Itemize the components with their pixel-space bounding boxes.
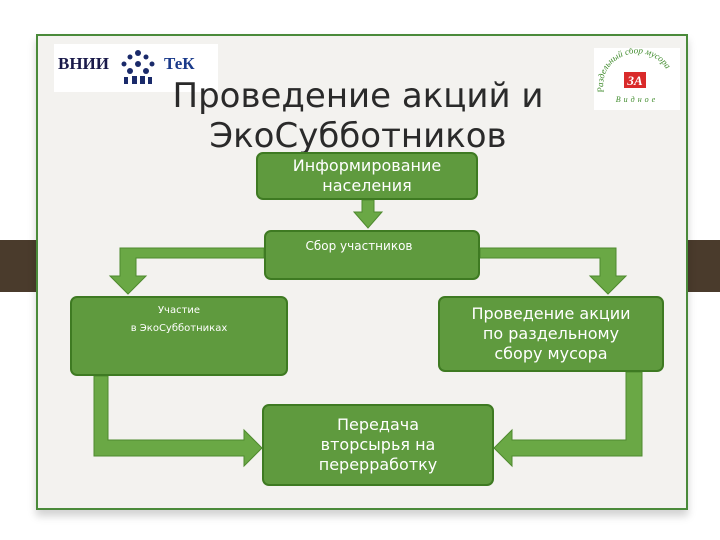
logo-text-left: ВНИИ	[58, 54, 110, 73]
logo-bottom-text: Видное	[616, 95, 658, 104]
node-action-line-2: по раздельному	[482, 324, 620, 343]
node-collect-participants: Сбор участников	[264, 230, 480, 280]
slide-title: Проведение акций и ЭкоСубботников	[120, 76, 596, 156]
node-inform-line-1: Информирование	[292, 156, 442, 175]
node-transfer-recyclables: Передача вторсырья на перерработку	[262, 404, 494, 486]
node-transfer-line-3: перерработку	[318, 455, 438, 474]
separate-collection-logo: Раздельный сбор мусора ЗА Видное	[594, 45, 680, 110]
recycle-logo-icon: Раздельный сбор мусора ЗА Видное	[595, 45, 673, 104]
arrow-action-to-transfer	[493, 371, 643, 468]
node-transfer-line-1: Передача	[337, 415, 419, 434]
left-decor-bar	[0, 240, 42, 292]
arrow-collect-to-action	[479, 247, 628, 295]
arrow-participation-to-transfer	[93, 375, 263, 468]
node-inform-line-2: населения	[322, 176, 412, 195]
arrow-inform-to-collect	[352, 199, 384, 229]
arrow-collect-to-participation	[108, 247, 265, 295]
node-partic-line-1: Участие	[157, 305, 201, 316]
node-action-line-1: Проведение акции	[471, 304, 631, 323]
node-partic-line-2: в ЭкоСубботниках	[130, 323, 228, 334]
logo-red-square	[624, 72, 646, 88]
node-inform-population: Информирование населения	[256, 152, 478, 200]
logo-text-right: ТеК	[164, 54, 195, 73]
dots-emblem-icon	[121, 50, 155, 84]
node-action-line-3: сбору мусора	[494, 344, 608, 363]
node-conduct-action: Проведение акции по раздельному сбору му…	[438, 296, 664, 372]
node-collect-label: Сбор участников	[305, 239, 413, 253]
vniitek-logo: ВНИИ ТеК	[54, 44, 218, 92]
node-transfer-line-2: вторсырья на	[320, 435, 436, 454]
logo-center-text: ЗА	[626, 73, 643, 88]
node-participation: Участие в ЭкоСубботниках	[70, 296, 288, 376]
title-line-2: ЭкоСубботников	[209, 116, 507, 156]
title-line-1: Проведение акций и	[172, 76, 544, 116]
